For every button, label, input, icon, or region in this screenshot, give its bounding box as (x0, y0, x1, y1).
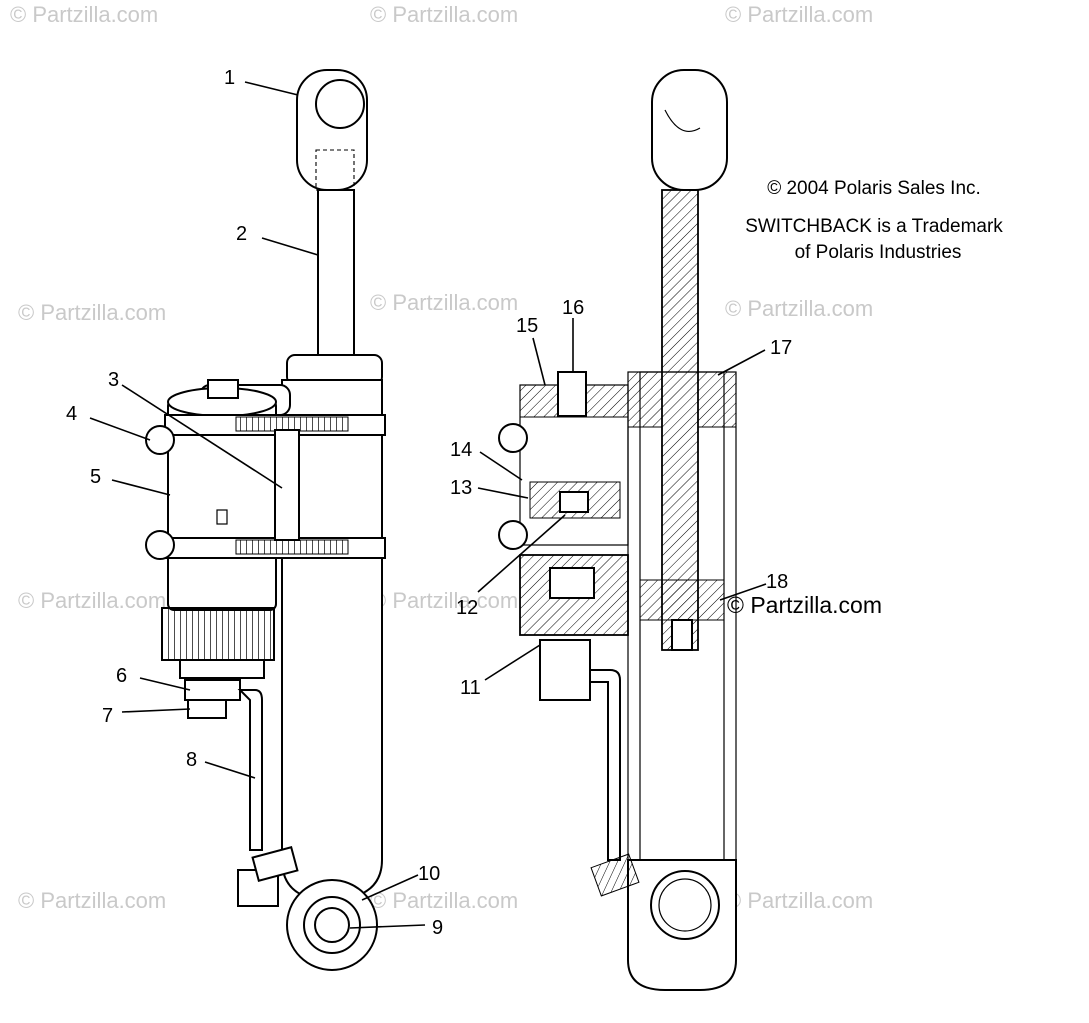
leader-8 (204, 761, 256, 779)
callout-16: 16 (562, 297, 584, 319)
clamp-bracket (274, 429, 300, 541)
leader-1 (244, 81, 299, 96)
lower-eyelet-hole (314, 907, 350, 943)
leader-14 (479, 451, 523, 481)
clamp-bolt-upper (145, 425, 175, 455)
leader-7 (121, 708, 191, 713)
reservoir-valve (207, 379, 239, 399)
shock-exterior-view (145, 69, 386, 971)
watermark-text: © Partzilla.com (10, 2, 158, 27)
callout-1: 1 (224, 67, 235, 89)
floating-piston-seal (559, 491, 589, 513)
piston (639, 579, 725, 621)
seal-head-left (627, 371, 663, 428)
callout-11: 11 (460, 677, 481, 699)
adjuster-nut (184, 679, 241, 701)
callout-12: 12 (456, 597, 478, 619)
callout-3: 3 (108, 369, 119, 391)
callouts: 1 2 3 4 5 6 7 8 9 10 11 12 13 14 15 16 1… (66, 67, 792, 939)
copyright-block: © 2004 Polaris Sales Inc. SWITCHBACK is … (745, 178, 1003, 263)
callout-17: 17 (770, 337, 792, 359)
cutaway-hose (589, 669, 621, 861)
hose (237, 689, 263, 851)
cutaway-eyelet-hole (664, 109, 701, 132)
adjuster-knob (161, 607, 275, 661)
piston-shaft (317, 189, 355, 361)
cutaway-lower-eyelet (650, 870, 720, 940)
watermark-text: © Partzilla.com (18, 588, 166, 613)
reservoir-valve-cutaway (557, 371, 587, 417)
leader-3 (121, 384, 283, 489)
cutaway-clamp-bolt-upper (498, 423, 528, 453)
lower-clamp-band (235, 539, 349, 555)
leader-4 (89, 417, 151, 441)
watermark-layer: © Partzilla.com © Partzilla.com © Partzi… (10, 2, 873, 913)
leader-5 (111, 479, 171, 496)
watermark-text: © Partzilla.com (725, 888, 873, 913)
eyelet-thread (315, 149, 355, 191)
callout-6: 6 (116, 665, 127, 687)
hose-elbow (251, 846, 299, 882)
callout-5: 5 (90, 466, 101, 488)
leader-9 (349, 924, 426, 929)
leader-18 (719, 583, 767, 601)
reservoir-mark (216, 509, 228, 525)
leader-11 (484, 644, 541, 681)
clamp-bolt-lower (145, 530, 175, 560)
cutaway-hose-fitting (590, 853, 640, 897)
cutaway-shaft (661, 189, 699, 651)
eyelet-hole (315, 79, 365, 129)
watermark-text: © Partzilla.com (370, 588, 518, 613)
upper-clamp-band (235, 416, 349, 432)
leader-13 (477, 487, 529, 499)
adjuster-base (179, 659, 265, 679)
callout-7: 7 (102, 705, 113, 727)
adjuster-housing (539, 639, 591, 701)
brand-stamp: © Partzilla.com (727, 592, 882, 618)
cutaway-upper-eyelet (651, 69, 728, 191)
adjuster-bolt (187, 699, 227, 719)
copyright-line-1: © 2004 Polaris Sales Inc. (767, 178, 981, 199)
watermark-text: © Partzilla.com (18, 888, 166, 913)
seal-head-right (697, 371, 737, 428)
callout-13: 13 (450, 477, 472, 499)
piston-nut (671, 619, 693, 651)
callout-10: 10 (418, 863, 440, 885)
copyright-line-2: SWITCHBACK is a Trademark (745, 216, 1003, 237)
watermark-text: © Partzilla.com (18, 300, 166, 325)
cutaway-lower-bushing (658, 878, 712, 932)
watermark-text: © Partzilla.com (370, 888, 518, 913)
watermark-text: © Partzilla.com (370, 290, 518, 315)
callout-9: 9 (432, 917, 443, 939)
leader-10 (361, 874, 419, 901)
leader-lines (89, 81, 767, 929)
cutaway-clamp-bolt-lower (498, 520, 528, 550)
leader-2 (261, 237, 319, 256)
watermark-text: © Partzilla.com (370, 2, 518, 27)
callout-18: 18 (766, 571, 788, 593)
callout-15: 15 (516, 315, 538, 337)
callout-2: 2 (236, 223, 247, 245)
leader-15 (532, 337, 546, 386)
callout-4: 4 (66, 403, 77, 425)
callout-8: 8 (186, 749, 197, 771)
leader-6 (139, 677, 191, 691)
shock-cutaway-view (498, 69, 737, 991)
leader-12 (477, 514, 566, 593)
watermark-text: © Partzilla.com (725, 2, 873, 27)
leader-17 (717, 349, 766, 376)
watermark-text: © Partzilla.com (725, 296, 873, 321)
copyright-line-3: of Polaris Industries (795, 242, 962, 263)
adjuster-valve (549, 567, 595, 599)
callout-14: 14 (450, 439, 472, 461)
